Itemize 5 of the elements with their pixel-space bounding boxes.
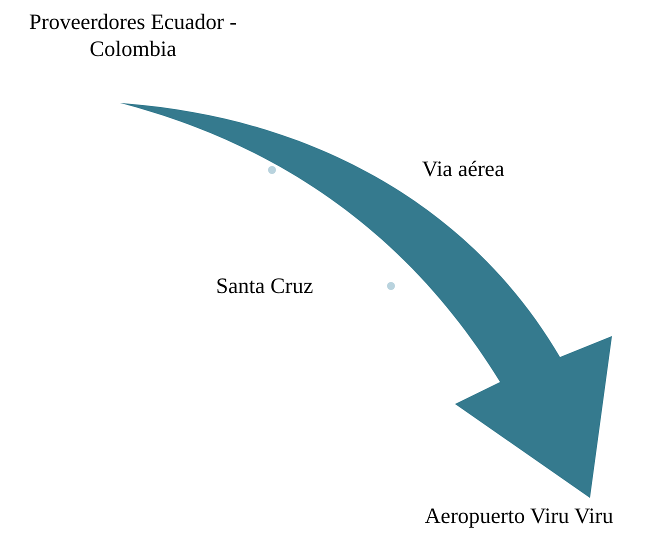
node-text: Aeropuerto Viru Viru <box>388 502 650 529</box>
label-text: Santa Cruz <box>216 272 314 299</box>
node-text: Proveerdores Ecuador - Colombia <box>8 8 258 100</box>
label-text: Via aérea <box>422 155 504 182</box>
curved-arrow <box>120 103 612 498</box>
